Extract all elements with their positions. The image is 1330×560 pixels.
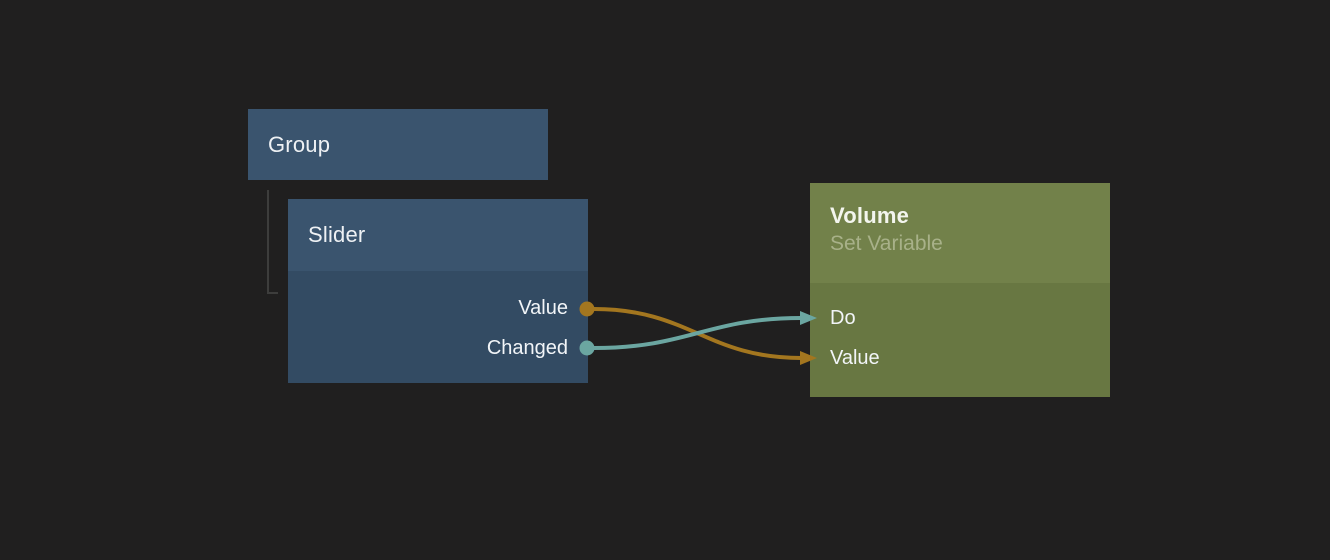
port-slider-value-output[interactable]: Value bbox=[288, 288, 588, 328]
node-slider-header: Slider bbox=[288, 199, 588, 271]
node-volume-body: Do Value bbox=[810, 283, 1110, 397]
port-slider-changed-output[interactable]: Changed bbox=[288, 328, 588, 368]
node-group[interactable]: Group bbox=[248, 109, 548, 180]
node-title: Group bbox=[268, 131, 331, 157]
port-volume-do-input[interactable]: Do bbox=[810, 298, 1110, 338]
node-slider-body: Value Changed bbox=[288, 271, 588, 383]
node-group-header: Group bbox=[248, 109, 548, 180]
node-title: Volume bbox=[830, 203, 910, 228]
node-slider[interactable]: Slider Value Changed bbox=[288, 199, 588, 383]
hierarchy-connector-vertical-line bbox=[267, 190, 269, 294]
port-label: Do bbox=[830, 306, 856, 329]
wire-slider-changed-to-volume-do[interactable] bbox=[593, 316, 802, 350]
port-label: Changed bbox=[486, 336, 568, 359]
port-volume-value-input[interactable]: Value bbox=[810, 338, 1110, 378]
node-subtitle: Set Variable bbox=[830, 232, 943, 255]
port-label: Value bbox=[518, 296, 568, 319]
node-title: Slider bbox=[308, 222, 366, 247]
node-volume-header: Volume Set Variable bbox=[810, 183, 1110, 283]
port-label: Value bbox=[830, 346, 880, 369]
node-volume-set-variable[interactable]: Volume Set Variable Do Value bbox=[810, 183, 1110, 397]
hierarchy-connector-elbow-line bbox=[267, 292, 278, 294]
